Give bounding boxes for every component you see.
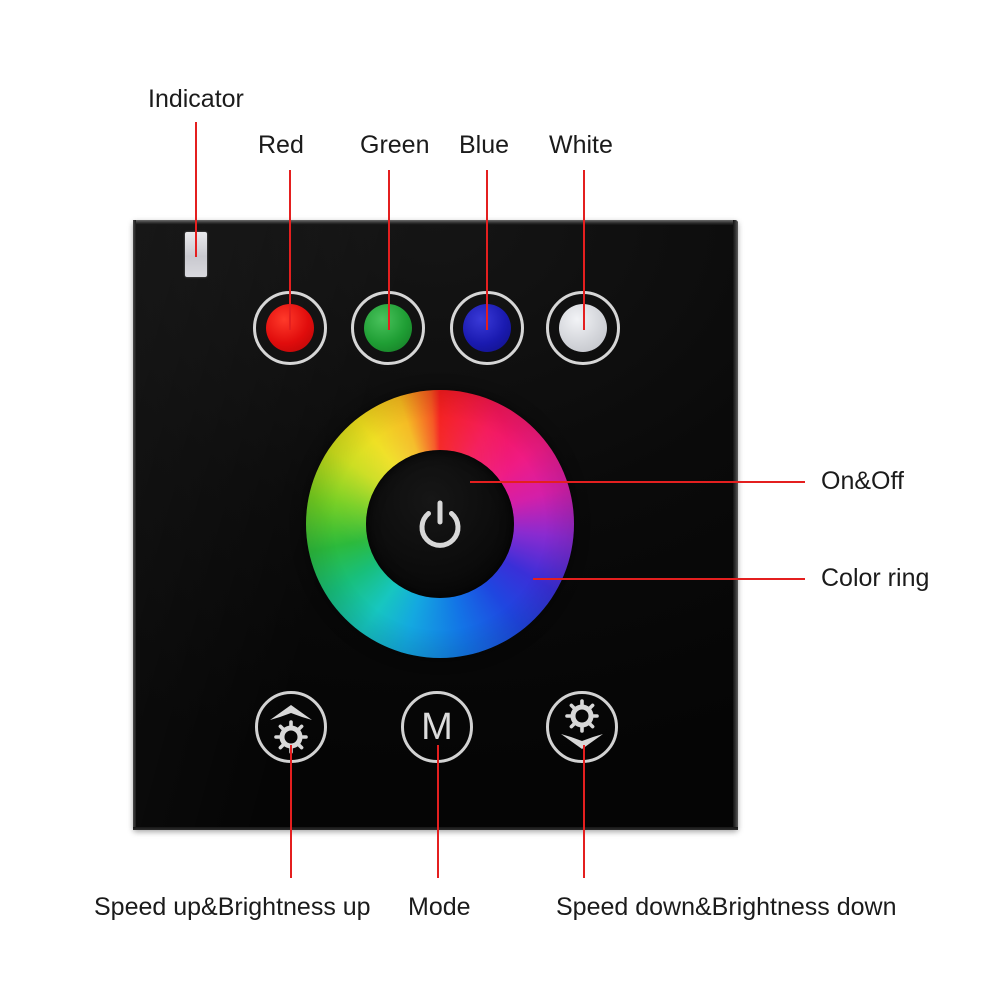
leader-line-color-ring <box>533 578 805 580</box>
power-button[interactable] <box>366 450 514 598</box>
panel-bevel-left <box>133 220 136 830</box>
leader-line-indicator <box>195 122 197 257</box>
callout-speed-up: Speed up&Brightness up <box>94 893 371 921</box>
leader-line-speed-up <box>290 745 292 878</box>
speed-down-brightness-down-button[interactable] <box>546 691 618 763</box>
panel-bevel-bottom <box>133 827 738 830</box>
callout-red: Red <box>258 131 304 159</box>
leader-line-blue <box>486 170 488 330</box>
leader-line-mode <box>437 745 439 878</box>
panel-bevel-top <box>133 220 738 225</box>
leader-line-on-off <box>470 481 805 483</box>
mode-letter: M <box>421 706 453 748</box>
callout-color-ring: Color ring <box>821 564 930 592</box>
leader-line-red <box>289 170 291 330</box>
callout-blue: Blue <box>459 131 510 159</box>
callout-white: White <box>549 131 613 159</box>
leader-line-speed-down <box>583 745 585 878</box>
power-icon <box>419 500 461 548</box>
brightness-down-icon <box>561 699 603 749</box>
callout-mode: Mode <box>408 893 471 921</box>
callout-speed-down: Speed down&Brightness down <box>556 893 897 921</box>
callout-green: Green <box>360 131 430 159</box>
callout-on-off: On&Off <box>821 467 904 495</box>
leader-line-green <box>388 170 390 330</box>
callout-indicator: Indicator <box>148 85 244 113</box>
color-ring[interactable] <box>306 390 574 658</box>
leader-line-white <box>583 170 585 330</box>
panel-bevel-right <box>733 220 738 830</box>
